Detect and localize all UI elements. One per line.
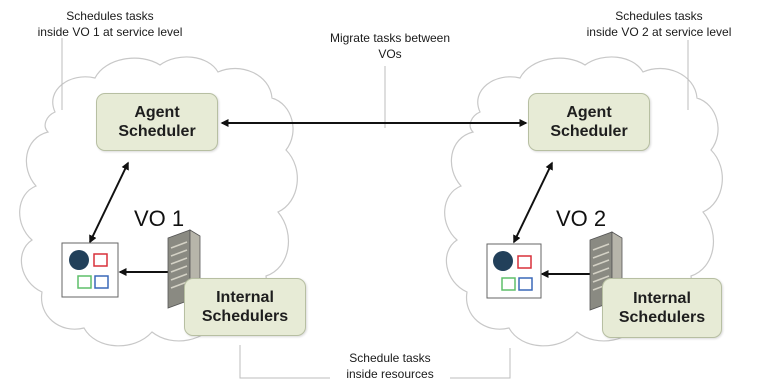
vo1-label: VO 1	[134, 206, 185, 231]
internal-schedulers-vo2: Internal Schedulers	[602, 278, 722, 338]
agent-resources-arrow-vo2	[513, 161, 553, 244]
caption-migrate-tasks: Migrate tasks between VOs	[329, 31, 451, 61]
agent-scheduler-vo2: Agent Scheduler	[528, 93, 650, 151]
caption-resources: Schedule tasks inside resources	[346, 351, 434, 381]
internal-schedulers-vo1: Internal Schedulers	[184, 278, 306, 336]
vo2-label: VO 2	[556, 206, 607, 231]
caption-vo2-service-level: Schedules tasks inside VO 2 at service l…	[586, 9, 732, 39]
agent-resources-arrow-vo1	[89, 161, 129, 244]
resource-grid-icon-vo1	[61, 242, 119, 298]
callout-lines	[61, 38, 689, 379]
caption-vo1-service-level: Schedules tasks inside VO 1 at service l…	[37, 9, 183, 39]
agent-scheduler-vo1: Agent Scheduler	[96, 93, 218, 151]
resource-grid-icon-vo2	[486, 243, 542, 299]
